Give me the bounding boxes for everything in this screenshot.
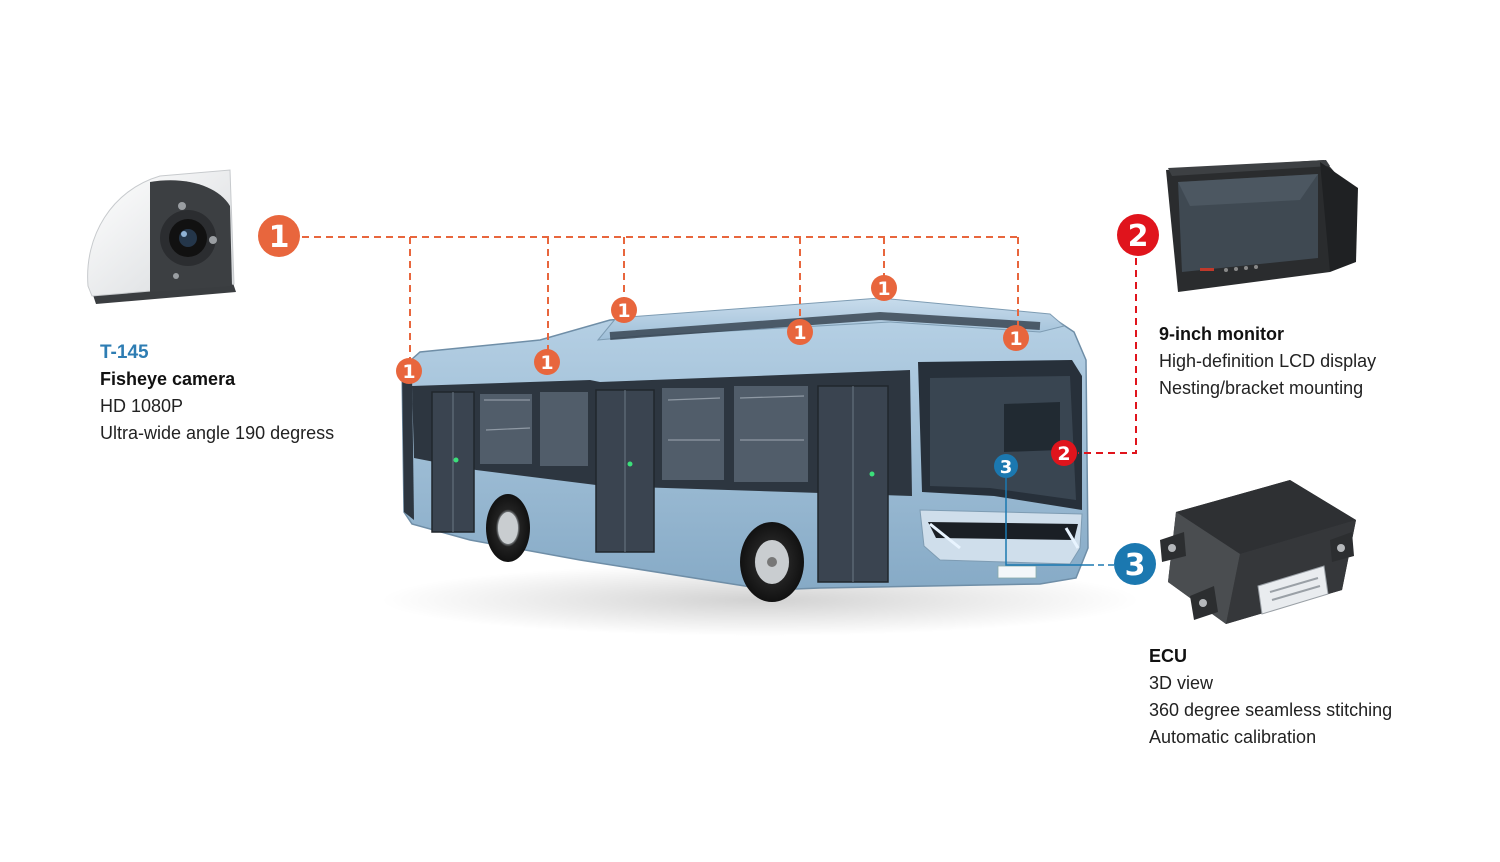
- camera-spec: Ultra-wide angle 190 degress: [100, 423, 335, 443]
- svg-text:1: 1: [617, 300, 630, 322]
- badge-camera-position-2: 1: [534, 349, 560, 375]
- camera-badges: 1 1 1 1 1 1 1: [258, 215, 1029, 384]
- monitor-description: 9-inch monitor High-definition LCD displ…: [1159, 321, 1376, 402]
- svg-text:1: 1: [540, 352, 553, 374]
- ecu-name: ECU: [1149, 646, 1188, 666]
- ecu-image: [1160, 480, 1356, 624]
- svg-text:2: 2: [1128, 219, 1149, 254]
- camera-name: Fisheye camera: [100, 369, 236, 389]
- monitor-name: 9-inch monitor: [1159, 324, 1284, 344]
- badge-camera-position-1: 1: [396, 358, 422, 384]
- camera-connection-lines: [302, 236, 1019, 360]
- ecu-badges: 3 3: [994, 454, 1156, 585]
- ecu-spec: Automatic calibration: [1149, 727, 1317, 747]
- monitor-image: [1166, 160, 1358, 292]
- badge-camera-position-3: 1: [611, 297, 637, 323]
- ecu-spec: 360 degree seamless stitching: [1149, 700, 1393, 720]
- camera-description: T-145 Fisheye camera HD 1080P Ultra-wide…: [100, 339, 334, 447]
- svg-text:1: 1: [877, 278, 890, 300]
- svg-text:2: 2: [1057, 443, 1070, 465]
- svg-text:3: 3: [1125, 548, 1146, 583]
- ecu-connection-line: [1005, 478, 1114, 566]
- camera-model: T-145: [100, 342, 149, 363]
- ecu-spec: 3D view: [1149, 673, 1214, 693]
- badge-ecu-main: 3: [1114, 543, 1156, 585]
- monitor-spec: Nesting/bracket mounting: [1159, 378, 1364, 398]
- badge-camera-position-5: 1: [871, 275, 897, 301]
- monitor-spec: High-definition LCD display: [1159, 351, 1377, 371]
- badge-camera-position-4: 1: [787, 319, 813, 345]
- svg-text:1: 1: [269, 220, 290, 255]
- svg-text:1: 1: [793, 322, 806, 344]
- badge-camera-position-6: 1: [1003, 325, 1029, 351]
- monitor-connection-line: [1078, 258, 1137, 454]
- svg-text:1: 1: [402, 361, 415, 383]
- badge-camera-main: 1: [258, 215, 300, 257]
- fisheye-camera-image: [87, 169, 236, 304]
- ecu-description: ECU 3D view 360 degree seamless stitchin…: [1149, 643, 1392, 751]
- camera-spec: HD 1080P: [100, 396, 184, 416]
- svg-text:1: 1: [1009, 328, 1022, 350]
- badge-ecu-position: 3: [994, 454, 1018, 478]
- bus-image: [380, 297, 1140, 636]
- badge-monitor-position: 2: [1051, 440, 1077, 466]
- badge-monitor-main: 2: [1117, 214, 1159, 256]
- svg-text:3: 3: [1000, 457, 1013, 478]
- monitor-badges: 2 2: [1051, 214, 1159, 466]
